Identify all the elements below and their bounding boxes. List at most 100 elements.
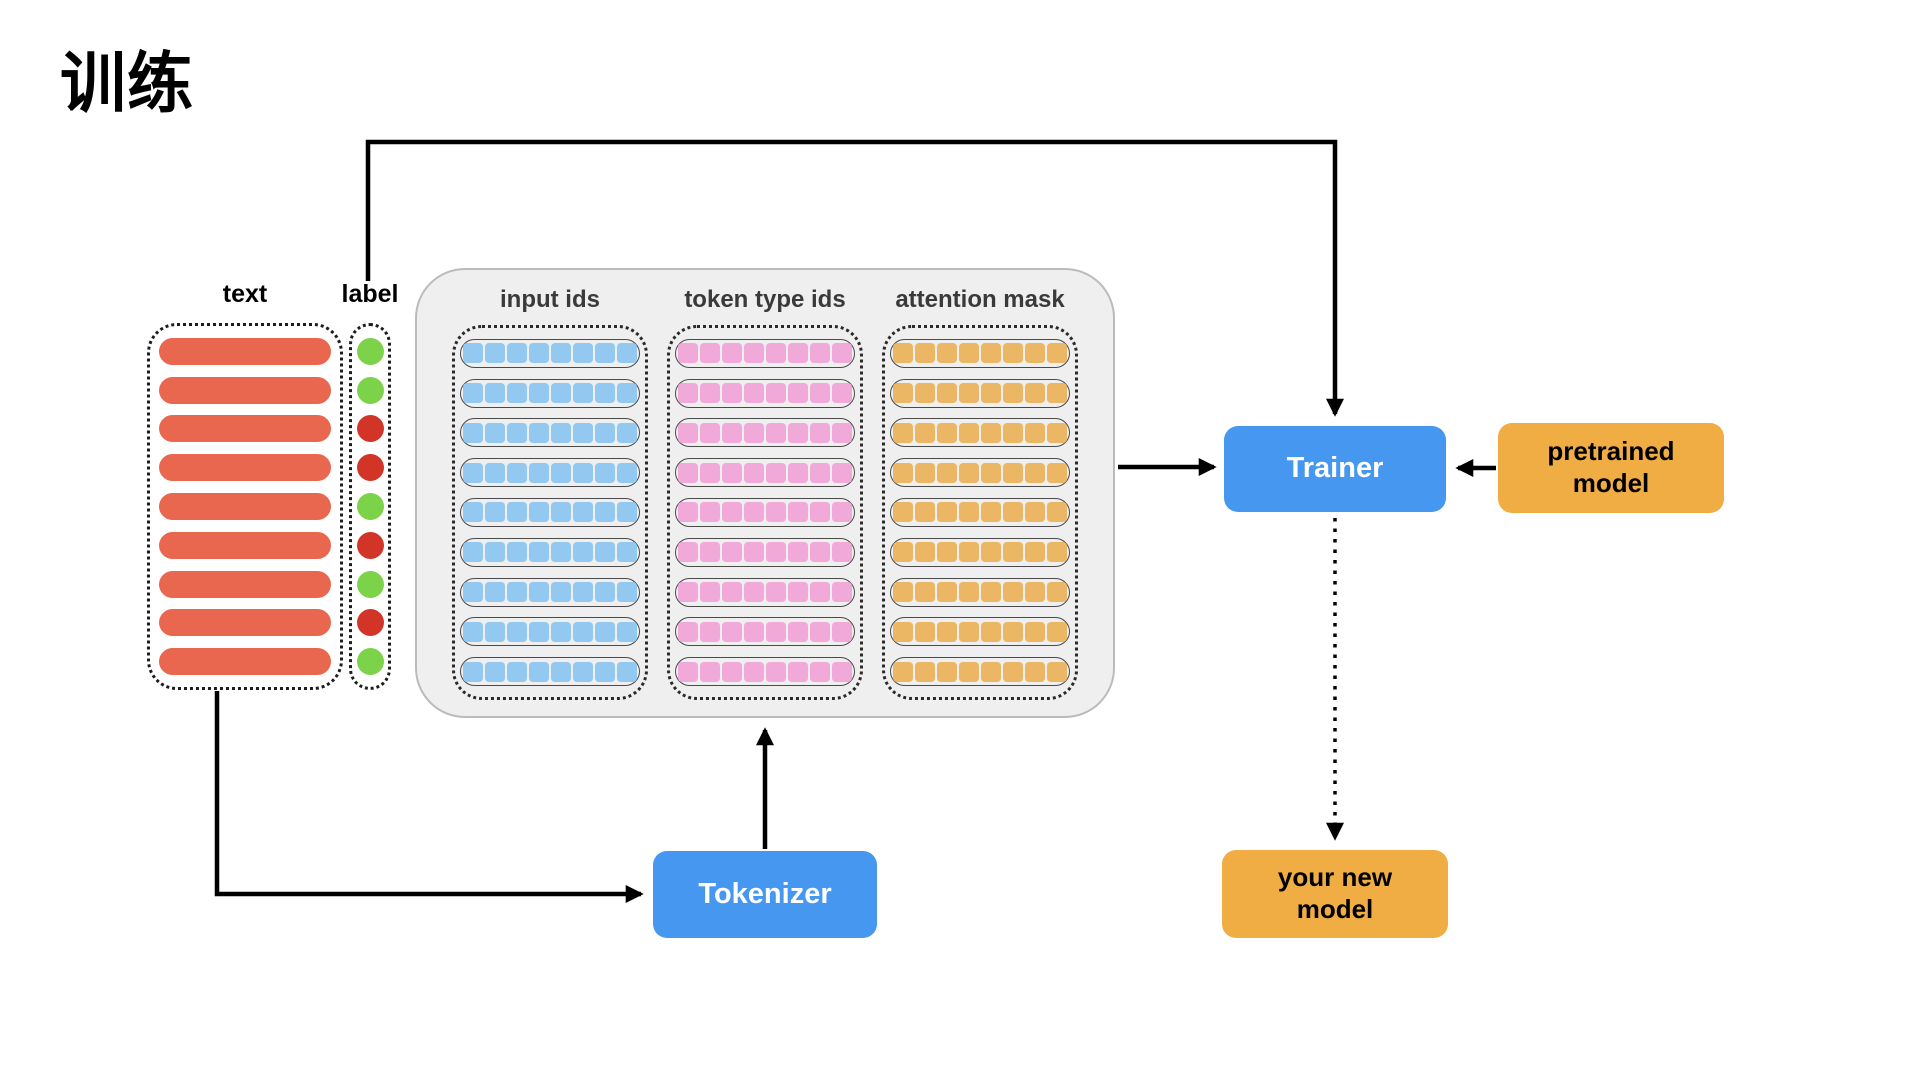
token-cell	[1025, 383, 1045, 404]
token-cell	[915, 422, 935, 443]
token-cell	[832, 383, 852, 404]
label-column-header: label	[341, 280, 399, 308]
token-row-pill	[675, 418, 855, 448]
token-cell	[832, 462, 852, 483]
token-cell	[766, 343, 786, 364]
token-cell	[507, 383, 527, 404]
token-cell	[529, 383, 549, 404]
text-row-bar	[159, 376, 331, 404]
token-cell	[959, 502, 979, 523]
text-row-bar	[159, 415, 331, 443]
token-cell	[1047, 542, 1067, 563]
column-attention-mask: attention mask	[882, 282, 1078, 700]
token-cell	[573, 462, 593, 483]
token-row-pill	[460, 338, 640, 368]
token-cell	[507, 542, 527, 563]
token-cell	[981, 661, 1001, 682]
token-cell	[722, 621, 742, 642]
token-cell	[937, 542, 957, 563]
label-dot-red	[356, 609, 384, 637]
token-row-pill	[890, 338, 1070, 368]
token-cell	[788, 462, 808, 483]
token-row-pill	[460, 418, 640, 448]
token-cell	[722, 343, 742, 364]
token-row-pill	[890, 418, 1070, 448]
token-cell	[1025, 582, 1045, 603]
token-cell	[463, 383, 483, 404]
token-row-pill	[675, 617, 855, 647]
token-cell	[551, 542, 571, 563]
token-cell	[937, 462, 957, 483]
token-cell	[1003, 422, 1023, 443]
token-cell	[1047, 343, 1067, 364]
token-cell	[463, 462, 483, 483]
token-cell	[595, 542, 615, 563]
your-new-model-box: your new model	[1222, 850, 1448, 938]
token-cell	[678, 661, 698, 682]
token-cell	[529, 661, 549, 682]
token-cell	[678, 422, 698, 443]
token-cell	[1003, 383, 1023, 404]
token-cell	[678, 621, 698, 642]
token-cell	[485, 621, 505, 642]
column-input-ids: input ids	[452, 282, 648, 700]
token-cell	[507, 462, 527, 483]
token-cell	[959, 343, 979, 364]
label-dot-red	[356, 454, 384, 482]
token-row-pill	[890, 577, 1070, 607]
token-cell	[678, 462, 698, 483]
column-box-attention-mask	[882, 325, 1078, 700]
token-cell	[832, 502, 852, 523]
token-cell	[595, 582, 615, 603]
token-cell	[485, 582, 505, 603]
token-row-pill	[460, 458, 640, 488]
token-row-pill	[675, 577, 855, 607]
token-cell	[788, 422, 808, 443]
token-cell	[893, 542, 913, 563]
token-cell	[485, 462, 505, 483]
token-cell	[788, 343, 808, 364]
token-cell	[573, 422, 593, 443]
token-cell	[981, 502, 1001, 523]
token-cell	[959, 661, 979, 682]
token-cell	[893, 383, 913, 404]
token-cell	[700, 542, 720, 563]
arrow-text-to-tokenizer	[214, 691, 644, 903]
token-cell	[915, 621, 935, 642]
token-cell	[766, 462, 786, 483]
token-cell	[1025, 462, 1045, 483]
token-cell	[529, 343, 549, 364]
label-dot-green	[356, 337, 384, 365]
token-cell	[551, 422, 571, 443]
token-cell	[832, 621, 852, 642]
token-cell	[617, 582, 637, 603]
token-row-pill	[890, 497, 1070, 527]
token-cell	[700, 661, 720, 682]
token-cell	[1047, 462, 1067, 483]
token-cell	[463, 582, 483, 603]
token-cell	[595, 343, 615, 364]
token-cell	[744, 502, 764, 523]
column-box-token-type-ids	[667, 325, 863, 700]
token-cell	[766, 422, 786, 443]
token-cell	[1003, 661, 1023, 682]
token-row-pill	[675, 378, 855, 408]
token-cell	[700, 343, 720, 364]
token-row-pill	[675, 458, 855, 488]
token-cell	[937, 502, 957, 523]
token-cell	[744, 343, 764, 364]
token-cell	[529, 621, 549, 642]
token-cell	[595, 621, 615, 642]
token-cell	[1025, 542, 1045, 563]
token-cell	[766, 502, 786, 523]
token-cell	[573, 582, 593, 603]
token-cell	[959, 542, 979, 563]
token-cell	[1025, 502, 1045, 523]
token-cell	[617, 502, 637, 523]
token-row-pill	[675, 338, 855, 368]
token-cell	[529, 422, 549, 443]
token-cell	[893, 582, 913, 603]
text-column	[147, 323, 343, 690]
token-cell	[700, 422, 720, 443]
